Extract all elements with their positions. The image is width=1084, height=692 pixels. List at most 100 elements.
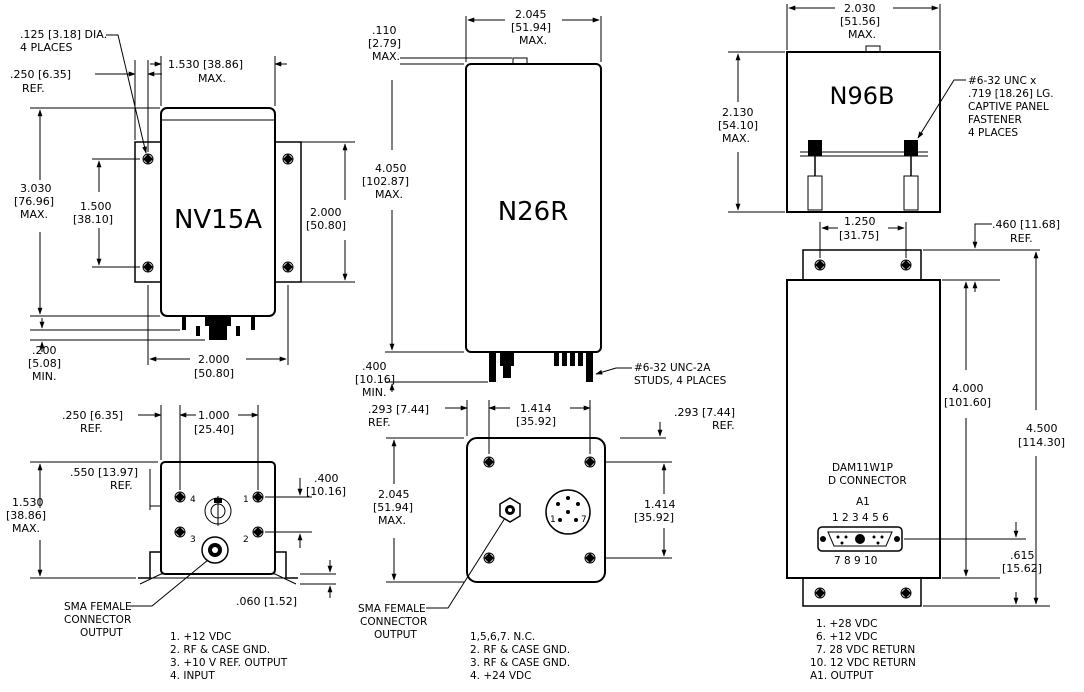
mounting-hole-icon bbox=[282, 153, 294, 165]
n26r-sma-line-2: CONNECTOR bbox=[360, 616, 427, 628]
mounting-hole-icon bbox=[814, 259, 826, 271]
n26r-studs-icon bbox=[489, 352, 593, 382]
nv15a-model: NV15A bbox=[174, 205, 262, 235]
n26r-bottom-height-mm: [51.94] bbox=[373, 501, 413, 514]
n96b-front-spacing-mm: [31.75] bbox=[839, 229, 879, 242]
n26r-top-dim-label: MAX. bbox=[372, 50, 400, 63]
n26r-pin-2: 2. RF & CASE GND. bbox=[470, 644, 570, 656]
n96b-fastener-1: #6-32 UNC x bbox=[968, 75, 1036, 87]
stud-icon bbox=[483, 552, 495, 564]
nv15a-pin-label-2: 2 bbox=[243, 535, 249, 545]
nv15a-bottom-view: 4 1 3 2 .250 [6.35] REF. 1.000 [25.40] .… bbox=[6, 405, 346, 682]
mounting-hole-icon bbox=[142, 153, 154, 165]
captive-fastener-icon bbox=[903, 140, 919, 211]
nv15a-side-view: NV15A .125 [3.18] DIA. 4 PLACES .250 [6.… bbox=[10, 28, 355, 383]
n26r-stud-note-1: #6-32 UNC-2A bbox=[634, 362, 711, 374]
n26r-stud-len-label: MIN. bbox=[362, 386, 386, 399]
n96b-fastener-3: CAPTIVE PANEL bbox=[968, 101, 1049, 113]
nv15a-flange-width: 2.000 bbox=[198, 353, 230, 366]
n26r-bottom-height-label: MAX. bbox=[378, 514, 406, 527]
n26r-bottom-ref-left-label: REF. bbox=[368, 416, 391, 429]
mounting-hole-icon bbox=[142, 261, 154, 273]
n26r-bottom-view: 1 7 .293 [7.44] REF. 1.414 [35.92] .293 … bbox=[358, 400, 735, 682]
n26r-stud-len: .400 bbox=[362, 360, 387, 373]
n26r-bottom-ref-left: .293 [7.44] bbox=[368, 403, 429, 416]
n26r-pin-3: 3. RF & CASE GND. bbox=[470, 657, 570, 669]
nv15a-hole-places: 4 PLACES bbox=[20, 41, 72, 54]
n26r-pin-1: 1,5,6,7. N.C. bbox=[470, 631, 535, 643]
n96b-pin-a1: A1. OUTPUT bbox=[810, 670, 874, 682]
n26r-bottom-case bbox=[466, 437, 606, 583]
n96b-height-mm: [54.10] bbox=[718, 119, 758, 132]
stud-icon bbox=[584, 552, 596, 564]
n26r-bottom-v-spacing: 1.414 bbox=[644, 498, 676, 511]
n26r-width-mm: [51.94] bbox=[511, 21, 551, 34]
nv15a-hole-spacing: 1.500 bbox=[80, 200, 112, 213]
n96b-bottom-pins: 7 8 9 10 bbox=[834, 555, 877, 567]
nv15a-height-mm: [76.96] bbox=[14, 195, 54, 208]
stud-icon bbox=[252, 491, 264, 503]
n96b-total-h: 4.500 bbox=[1026, 422, 1058, 435]
n96b-case bbox=[786, 51, 941, 213]
nv15a-pin-label-4: 4 bbox=[190, 495, 196, 505]
nv15a-width-max-label: MAX. bbox=[198, 72, 226, 85]
n96b-a1-label: A1 bbox=[856, 496, 870, 508]
stud-icon bbox=[252, 526, 264, 538]
nv15a-sma-line-3: OUTPUT bbox=[80, 627, 123, 639]
nv15a-bottom-ref-250: .250 [6.35] bbox=[62, 409, 123, 422]
n26r-width-label: MAX. bbox=[519, 34, 547, 47]
sma-connector-icon bbox=[201, 536, 229, 564]
nv15a-bottom-height-label: MAX. bbox=[12, 522, 40, 535]
n96b-total-h-mm: [114.30] bbox=[1018, 436, 1065, 449]
n26r-side-view: N26R .110 [2.79] MAX. 2.045 [51.94] MAX.… bbox=[355, 8, 727, 399]
n96b-height-label: MAX. bbox=[722, 132, 750, 145]
n96b-body bbox=[786, 279, 941, 579]
n96b-height: 2.130 bbox=[722, 106, 754, 119]
n26r-pin-label-7: 7 bbox=[581, 515, 587, 525]
nv15a-hole-spacing-mm: [38.10] bbox=[73, 213, 113, 226]
nv15a-sma-line-1: SMA FEMALE bbox=[64, 601, 132, 613]
stud-icon bbox=[483, 456, 495, 468]
n96b-fastener-5: 4 PLACES bbox=[968, 127, 1018, 139]
n96b-width-label: MAX. bbox=[848, 28, 876, 41]
n26r-top-dim: .110 bbox=[372, 24, 397, 37]
n26r-top-dim-mm: [2.79] bbox=[368, 37, 401, 50]
n26r-height-label: MAX. bbox=[375, 188, 403, 201]
n26r-case bbox=[465, 63, 602, 353]
n96b-pin-1: 1. +28 VDC bbox=[816, 618, 877, 630]
n96b-model: N96B bbox=[830, 82, 895, 110]
nv15a-bottom-height-mm: [38.86] bbox=[6, 509, 46, 522]
nv15a-pin-2: 2. RF & CASE GND. bbox=[170, 644, 270, 656]
n96b-width: 2.030 bbox=[844, 2, 876, 15]
nv15a-conn-min-label: MIN. bbox=[32, 370, 56, 383]
stud-icon bbox=[174, 526, 186, 538]
sma-connector-icon bbox=[499, 497, 521, 523]
n96b-pin-7: 7. 28 VDC RETURN bbox=[816, 644, 915, 656]
nv15a-bottom-dim-400-mm: [10.16] bbox=[306, 485, 346, 498]
nv15a-height-label: MAX. bbox=[20, 208, 48, 221]
n26r-pin-label-1: 1 bbox=[550, 515, 556, 525]
d-sub-connector-icon bbox=[817, 526, 903, 552]
nv15a-flange-width-mm: [50.80] bbox=[194, 367, 234, 380]
nv15a-bottom-ref-550: .550 [13.97] bbox=[70, 466, 138, 479]
n26r-bottom-height: 2.045 bbox=[378, 488, 410, 501]
n26r-height: 4.050 bbox=[375, 162, 407, 175]
nv15a-pin-label-1: 1 bbox=[243, 495, 249, 505]
n96b-body-h-mm: [101.60] bbox=[944, 396, 991, 409]
n96b-dim-615-mm: [15.62] bbox=[1002, 562, 1042, 575]
nv15a-bottom-ref-label: REF. bbox=[80, 422, 103, 435]
nv15a-conn-min: .200 bbox=[32, 344, 57, 357]
n96b-pin-6: 6. +12 VDC bbox=[816, 631, 877, 643]
n26r-width: 2.045 bbox=[515, 8, 547, 21]
n26r-bottom-ref-right-label: REF. bbox=[712, 419, 735, 432]
n26r-sma-line-1: SMA FEMALE bbox=[358, 603, 426, 615]
n26r-sma-line-3: OUTPUT bbox=[374, 629, 417, 641]
nv15a-width-max: 1.530 [38.86] bbox=[168, 58, 243, 71]
mounting-hole-icon bbox=[900, 587, 912, 599]
nv15a-sma-line-2: CONNECTOR bbox=[64, 614, 131, 626]
n96b-ref-460: .460 [11.68] bbox=[992, 218, 1060, 231]
n96b-top-nub bbox=[865, 45, 881, 53]
nv15a-bottom-thickness: .060 [1.52] bbox=[236, 595, 297, 608]
mounting-hole-icon bbox=[900, 259, 912, 271]
